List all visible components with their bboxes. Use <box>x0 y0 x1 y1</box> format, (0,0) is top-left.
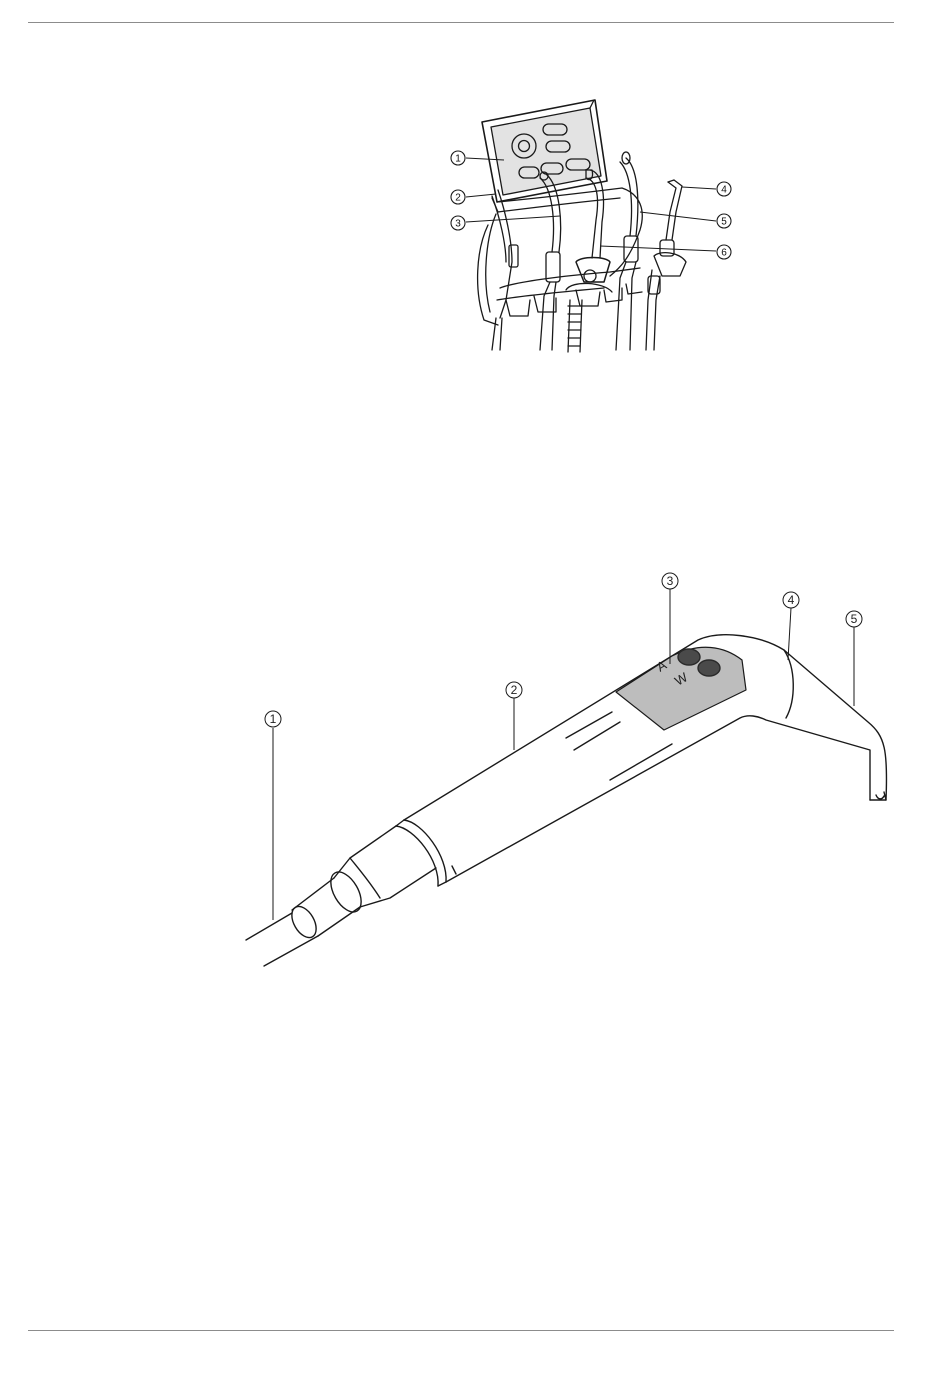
svg-text:5: 5 <box>851 612 858 626</box>
svg-text:3: 3 <box>667 574 674 588</box>
rear-coupling <box>287 826 436 942</box>
callout-4: 4 <box>783 592 799 608</box>
callout-3: 3 <box>662 573 678 589</box>
callout-2: 2 <box>506 682 522 698</box>
grip-ring <box>396 820 446 886</box>
button-panel <box>616 647 746 730</box>
water-button <box>698 660 720 676</box>
svg-text:4: 4 <box>788 593 795 607</box>
figure2-callouts: 1 2 3 4 5 <box>265 573 862 727</box>
handpiece-body <box>404 635 887 882</box>
hose <box>246 913 318 966</box>
callout-5: 5 <box>846 611 862 627</box>
svg-text:2: 2 <box>511 683 518 697</box>
air-button <box>678 649 700 665</box>
callout-1: 1 <box>265 711 281 727</box>
svg-text:1: 1 <box>270 712 277 726</box>
